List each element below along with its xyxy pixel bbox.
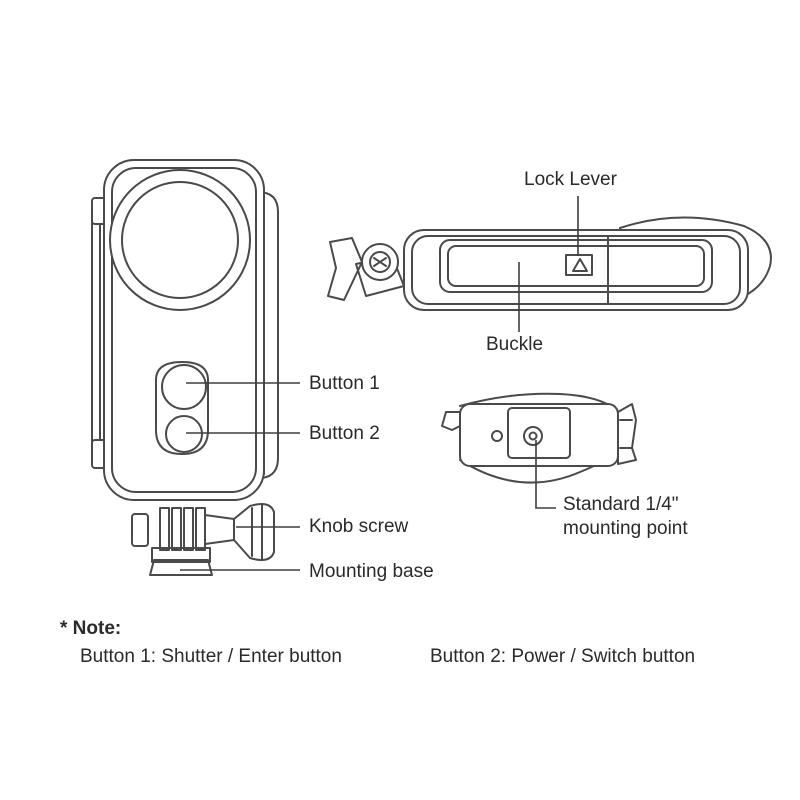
label-button-2: Button 2 xyxy=(309,423,380,444)
label-standard-mount-line2: mounting point xyxy=(563,518,688,539)
label-standard-mount-line1: Standard 1/4" xyxy=(563,494,679,515)
label-buckle: Buckle xyxy=(486,334,544,355)
note-item-button-2: Button 2: Power / Switch button xyxy=(430,646,696,667)
housing-bottom-view xyxy=(441,392,637,484)
label-button-1: Button 1 xyxy=(309,373,380,394)
mounting-base-shape xyxy=(149,559,213,576)
housing-top-view xyxy=(327,216,772,311)
lens-circle xyxy=(109,169,251,311)
knob-screw-shape xyxy=(233,503,275,561)
leader-standard-mount xyxy=(535,440,556,509)
lock-lever-shape xyxy=(565,254,593,276)
label-lock-lever: Lock Lever xyxy=(524,169,617,190)
standard-mount-hole xyxy=(523,426,543,446)
buckle-shape xyxy=(439,239,713,293)
label-mounting-base: Mounting base xyxy=(309,561,434,582)
label-knob-screw: Knob screw xyxy=(309,516,409,537)
housing-front-view xyxy=(91,159,279,576)
note-item-button-1: Button 1: Shutter / Enter button xyxy=(80,646,342,667)
note-heading: * Note: xyxy=(60,618,122,639)
